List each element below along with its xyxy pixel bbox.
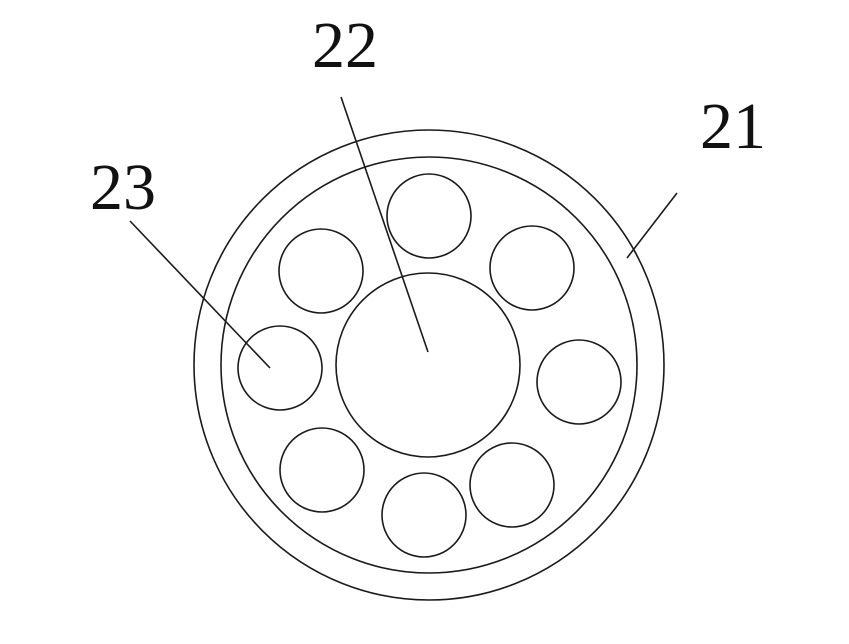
small-circle-top-left <box>278 228 364 314</box>
small-circle-left <box>237 325 323 411</box>
small-circle-top <box>386 173 472 259</box>
label-23: 23 <box>90 151 156 224</box>
small-circle-bottom-left <box>279 427 365 513</box>
label-22: 22 <box>312 9 378 82</box>
center-circle <box>335 272 521 458</box>
inner-ring <box>220 156 638 574</box>
leader-line-21 <box>626 192 678 259</box>
outer-ring <box>193 129 665 601</box>
small-circle-right <box>536 339 622 425</box>
leader-line-22 <box>340 96 429 353</box>
small-circle-bottom <box>381 472 467 558</box>
label-21: 21 <box>700 90 766 163</box>
small-circle-top-right <box>489 225 575 311</box>
leader-line-23 <box>129 220 271 369</box>
small-circle-bottom-right <box>469 442 555 528</box>
